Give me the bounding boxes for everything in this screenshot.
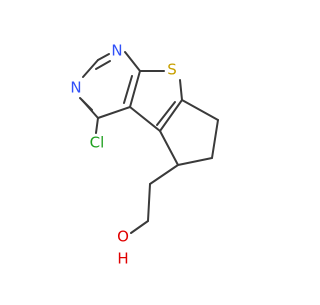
atom-labels: N N S Cl O H: [70, 42, 176, 268]
bond-c7-c6: [211, 119, 219, 159]
bond-c8a-c4a-double: [123, 75, 133, 104]
bond-c2-n1: [97, 53, 110, 61]
bond-c4b-c4a: [129, 106, 161, 132]
bond-c5-c4b: [159, 130, 179, 166]
bond-c7a-c7: [181, 99, 219, 121]
bond-c6-c5: [177, 157, 213, 166]
atom-n-left: N: [70, 79, 81, 97]
bond-s-c7a: [179, 79, 183, 101]
bond-ch2-ch2: [147, 183, 151, 222]
bond-c4a-c4: [97, 106, 131, 119]
bond-c2-n3: [82, 59, 99, 78]
bond-lines: [79, 51, 219, 234]
bond-c7a-c4b-double: [156, 101, 176, 126]
atom-sulfur: S: [167, 61, 177, 79]
structure-canvas: N N S Cl O H: [70, 42, 219, 268]
bond-c5-ch2: [149, 164, 179, 185]
bond-c4-n3-double: [79, 97, 93, 111]
bond-c2-n1-double: [95, 60, 111, 70]
bond-ch2-o: [130, 220, 149, 234]
molecule-structure: N N S Cl O H: [70, 42, 219, 268]
atom-hydrogen: H: [117, 250, 128, 268]
bond-n1-c8a: [124, 51, 141, 72]
bond-c4-cl: [95, 117, 99, 134]
atom-n-top: N: [111, 42, 122, 60]
atom-chlorine: Cl: [90, 134, 105, 152]
bond-c8a-c4a: [129, 70, 141, 108]
atom-oxygen: O: [117, 228, 129, 246]
bond-c7a-c4b: [159, 99, 183, 132]
